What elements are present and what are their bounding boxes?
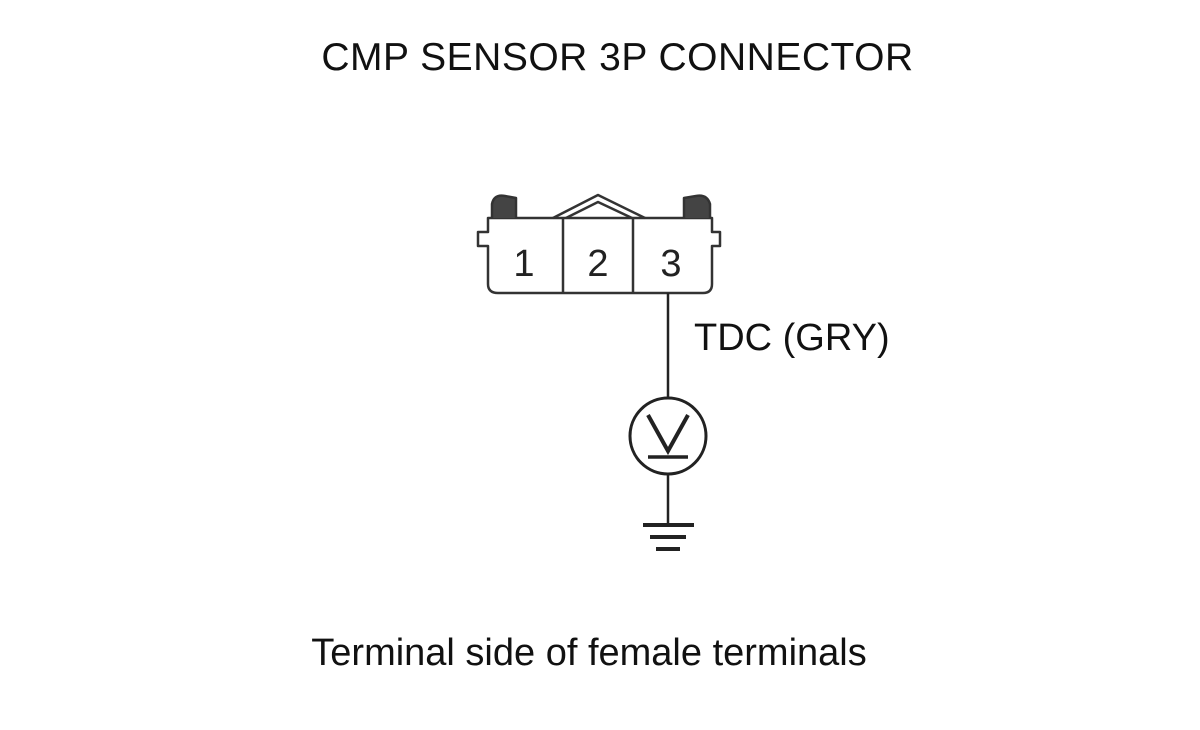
pin-number-1: 1 — [513, 243, 534, 285]
locking-tab-left — [490, 194, 518, 218]
connector-3p — [476, 193, 722, 295]
diagram-caption: Terminal side of female terminals — [311, 632, 867, 674]
center-latch — [552, 193, 646, 220]
ground-icon — [643, 523, 694, 551]
pin-number-3: 3 — [660, 243, 681, 285]
connector-housing — [476, 216, 722, 295]
voltmeter-icon — [628, 396, 708, 476]
diagram-title: CMP SENSOR 3P CONNECTOR — [321, 36, 914, 79]
wire-label: TDC (GRY) — [694, 317, 890, 359]
locking-tab-right — [682, 194, 712, 218]
pin-number-2: 2 — [587, 243, 608, 285]
